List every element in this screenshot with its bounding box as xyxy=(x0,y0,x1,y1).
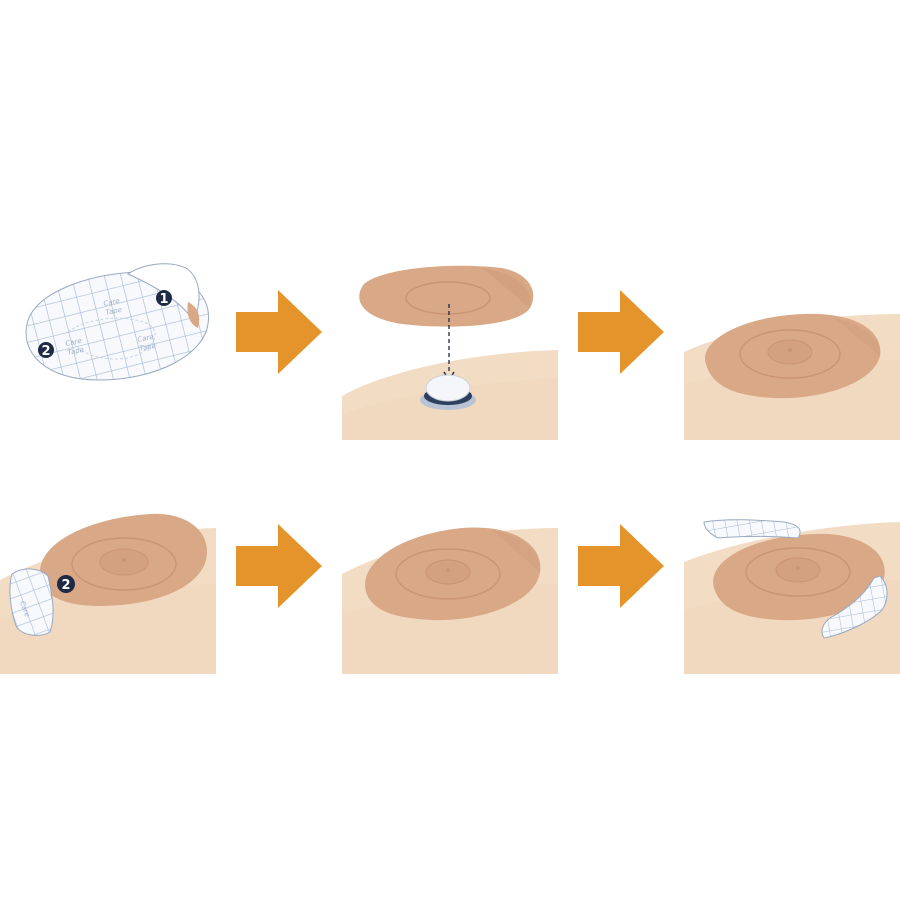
badge-two-b: 2 xyxy=(57,575,75,593)
svg-text:2: 2 xyxy=(61,578,70,593)
brand-line1-b: Care xyxy=(65,337,83,348)
overpatch xyxy=(359,265,534,327)
brand-mark: Care Tape Care Tape Care Tape xyxy=(65,297,157,357)
brand-line2: Tape xyxy=(105,306,123,317)
liners-removed-illustration xyxy=(684,519,900,674)
patch-smoothed-illustration xyxy=(342,527,558,674)
right-arrow-icon xyxy=(578,524,664,608)
svg-text:1: 1 xyxy=(159,292,168,307)
brand-line1: Care xyxy=(103,297,121,308)
brand-line2-b: Tape xyxy=(67,346,85,357)
badge-two: 2 xyxy=(38,342,54,359)
badge-one: 1 xyxy=(156,290,172,307)
sensor xyxy=(420,374,476,410)
step-4-panel: Care 2 xyxy=(0,498,216,674)
patch-over-sensor-illustration xyxy=(342,265,558,440)
brand-line1-c: Care xyxy=(137,333,155,344)
step-6-panel xyxy=(684,498,900,674)
step-5-panel xyxy=(342,498,558,674)
step-3-panel xyxy=(684,264,900,440)
right-arrow-icon xyxy=(236,290,322,374)
brand-line2-c: Tape xyxy=(139,342,157,353)
right-arrow-icon xyxy=(578,290,664,374)
patch-with-liner-illustration: Care Tape Care Tape Care Tape 1 2 xyxy=(25,263,210,381)
patch-applied-illustration xyxy=(684,313,900,440)
svg-text:2: 2 xyxy=(41,344,50,359)
step-2-panel xyxy=(342,264,558,440)
removed-liner-top xyxy=(703,519,801,539)
right-arrow-icon xyxy=(236,524,322,608)
remove-liner-illustration: Care 2 xyxy=(0,513,216,674)
step-1-panel: Care Tape Care Tape Care Tape 1 2 xyxy=(18,262,234,438)
removed-liner-right xyxy=(821,575,888,639)
liner-strip xyxy=(9,568,54,636)
